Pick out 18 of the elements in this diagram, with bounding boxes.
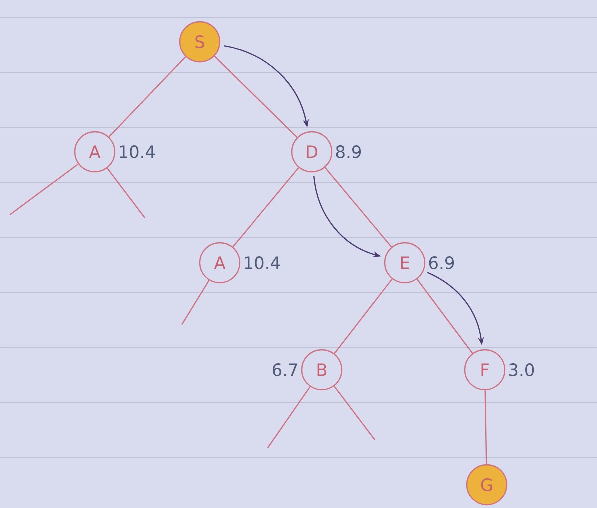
dangling-branch bbox=[106, 168, 146, 218]
dangling-branch bbox=[182, 280, 210, 326]
dangling-branch bbox=[268, 386, 311, 448]
value-label: 6.7 bbox=[272, 364, 298, 376]
dangling-branch bbox=[334, 386, 376, 440]
tree-branch bbox=[324, 167, 392, 248]
tree-branch bbox=[108, 56, 186, 138]
tree-branch bbox=[334, 278, 393, 354]
tree-branch bbox=[416, 279, 474, 354]
dangling-branch bbox=[10, 164, 79, 216]
tree-branch bbox=[232, 167, 300, 248]
value-label: 3.0 bbox=[510, 364, 534, 376]
value-label: 6.9 bbox=[429, 256, 454, 270]
value-label: 10.4 bbox=[245, 256, 280, 270]
value-label: 8.9 bbox=[336, 146, 362, 158]
value-label: 10.4 bbox=[120, 146, 156, 158]
tree-branch bbox=[214, 56, 298, 138]
tree-branch bbox=[484, 390, 488, 464]
